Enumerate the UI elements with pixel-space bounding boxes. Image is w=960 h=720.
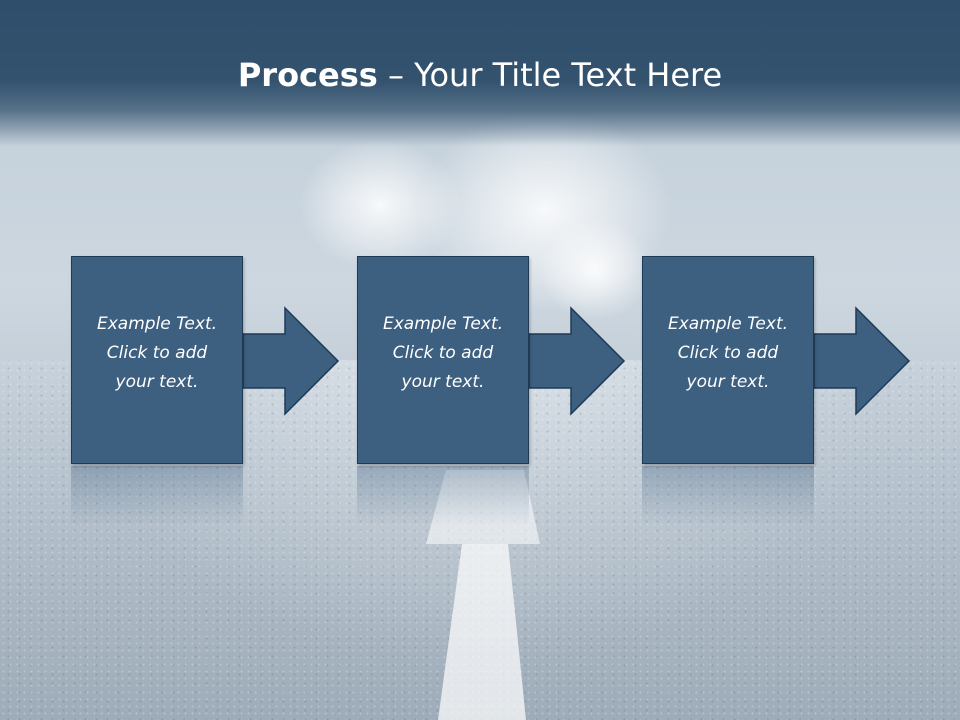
- arrow-right-icon: [813, 306, 911, 416]
- step-reflection: [71, 466, 243, 526]
- step-box: [357, 256, 529, 464]
- arrow-right-icon: [242, 306, 340, 416]
- process-step-2[interactable]: Example Text. Click to add your text.: [357, 256, 626, 526]
- process-step-1[interactable]: Example Text. Click to add your text.: [71, 256, 340, 526]
- step-text[interactable]: Example Text. Click to add your text.: [667, 314, 789, 392]
- step-text[interactable]: Example Text. Click to add your text.: [382, 314, 504, 392]
- process-step-3[interactable]: Example Text. Click to add your text.: [642, 256, 911, 526]
- step-box: [642, 256, 814, 464]
- cloud: [540, 220, 650, 320]
- arrow-right-icon: [528, 306, 626, 416]
- step-box: [71, 256, 243, 464]
- title-rest-part: – Your Title Text Here: [377, 56, 723, 94]
- title-bold-part: Process: [237, 56, 378, 94]
- step-reflection: [642, 466, 814, 526]
- slide-title[interactable]: Process – Your Title Text Here: [0, 50, 960, 100]
- step-text[interactable]: Example Text. Click to add your text.: [96, 314, 218, 392]
- title-banner: [0, 0, 960, 146]
- step-reflection: [357, 466, 529, 526]
